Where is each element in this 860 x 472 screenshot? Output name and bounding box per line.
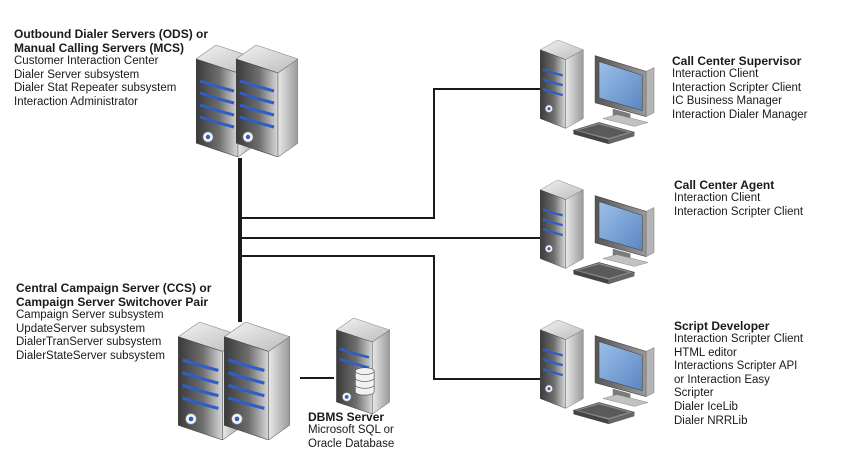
supervisor-item: Interaction Dialer Manager <box>672 108 808 121</box>
supervisor-item: Interaction Scripter Client <box>672 81 802 94</box>
supervisor-item: IC Business Manager <box>672 95 782 108</box>
ods-title-line-2: Manual Calling Servers (MCS) <box>14 41 185 55</box>
database-server-icon <box>335 318 391 414</box>
server-tower-icon <box>236 45 298 157</box>
workstation-icon <box>540 178 656 286</box>
agent-item: Interaction Scripter Client <box>674 205 804 218</box>
developer-item: Interaction Scripter Client <box>674 333 804 345</box>
ccs-label: Central Campaign Server (CCS) or Campaig… <box>16 281 211 363</box>
ccs-item: DialerStateServer subsystem <box>16 349 165 362</box>
agent-item: Interaction Client <box>674 192 761 204</box>
ods-item: Interaction Administrator <box>14 95 139 108</box>
developer-item: HTML editor <box>674 346 737 359</box>
ccs-item: UpdateServer subsystem <box>16 322 146 335</box>
ods-label: Outbound Dialer Servers (ODS) or Manual … <box>14 27 208 109</box>
ods-item: Dialer Stat Repeater subsystem <box>14 82 177 95</box>
dbms-title: DBMS Server <box>308 410 385 424</box>
developer-item: Dialer IceLib <box>674 400 738 413</box>
developer-title: Script Developer <box>674 319 770 333</box>
ccs-item: DialerTranServer subsystem <box>16 336 162 349</box>
ods-title-line-1: Outbound Dialer Servers (ODS) or <box>14 27 209 41</box>
agent-title: Call Center Agent <box>674 178 775 192</box>
ods-server-pair <box>196 45 298 157</box>
link-supervisor <box>240 88 540 219</box>
developer-item: or Interaction Easy <box>674 373 770 386</box>
developer-label: Script Developer Interaction Scripter Cl… <box>674 319 803 428</box>
supervisor-label: Call Center Supervisor Interaction Clien… <box>672 54 808 122</box>
workstation-icon <box>540 318 656 426</box>
server-tower-icon <box>222 322 292 440</box>
developer-item: Scripter <box>674 387 714 400</box>
connection-lines <box>238 88 540 380</box>
dbms-item: Oracle Database <box>308 437 395 450</box>
supervisor-title: Call Center Supervisor <box>672 54 802 68</box>
dbms-label: DBMS Server Microsoft SQL or Oracle Data… <box>308 410 394 451</box>
ccs-title-line-2: Campaign Server Switchover Pair <box>16 295 209 309</box>
ods-item: Dialer Server subsystem <box>14 68 140 81</box>
workstation-icon <box>540 38 656 146</box>
link-developer <box>240 255 540 380</box>
ccs-title-line-1: Central Campaign Server (CCS) or <box>16 281 212 295</box>
dbms-item: Microsoft SQL or <box>308 424 394 436</box>
ods-item: Customer Interaction Center <box>14 55 159 67</box>
agent-label: Call Center Agent Interaction Client Int… <box>674 178 803 219</box>
developer-item: Dialer NRRLib <box>674 414 748 427</box>
developer-item: Interactions Scripter API <box>674 360 798 373</box>
ccs-item: Campaign Server subsystem <box>16 309 164 321</box>
supervisor-item: Interaction Client <box>672 68 759 80</box>
